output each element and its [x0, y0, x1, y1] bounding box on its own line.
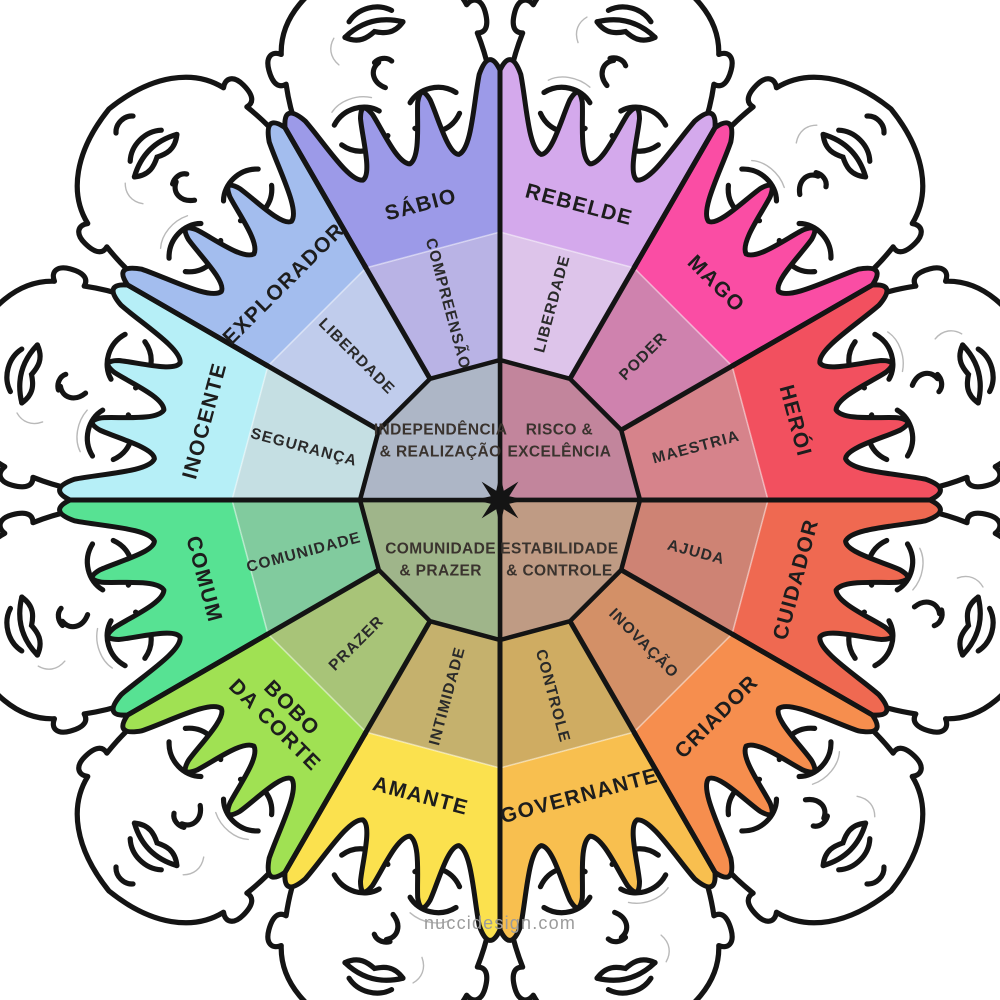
segment-inner-heroi: [621, 366, 768, 500]
crown-outline-explorador: [120, 120, 369, 369]
crown-outline-amante: [282, 729, 503, 943]
band-seam: [633, 267, 733, 367]
segment-divider: [566, 617, 639, 737]
segment-divider: [361, 617, 434, 737]
band-seam: [499, 731, 635, 769]
segment-inner-amante: [366, 621, 500, 768]
segment-inner-mago: [570, 267, 733, 430]
crown-outline-criador: [631, 631, 880, 880]
segment-inner-criador: [570, 570, 733, 733]
wheel-lines-layer: [57, 57, 943, 943]
center-star-icon: [474, 474, 526, 526]
quadrant-label-estabilidade-controle: ESTABILIDADE & CONTROLE: [500, 540, 618, 579]
band-seam: [731, 365, 769, 501]
band-seam: [633, 633, 733, 733]
quadrant-label-comunidade-prazer-line: COMUNIDADE: [385, 540, 496, 557]
segment-inner-inocente: [232, 366, 379, 500]
segment-divider: [617, 566, 737, 639]
quadrant-label-estabilidade-controle-line: ESTABILIDADE: [500, 540, 618, 557]
segment-inner-comum: [232, 500, 379, 634]
band-seam: [365, 231, 501, 269]
band-seam: [267, 633, 367, 733]
quadrant-label-independencia-realizacao-line: INDEPENDÊNCIA: [374, 420, 508, 438]
band-seam: [231, 499, 269, 635]
crown-outline-inocente: [57, 282, 271, 503]
crown-outline-rebelde: [497, 57, 718, 271]
crown-outline-bobo-da-corte: [120, 631, 369, 880]
crown-outline-cuidador: [729, 497, 943, 718]
segment-outer-bobo-da-corte: [122, 634, 366, 878]
segment-divider: [361, 263, 434, 383]
segment-outer-mago: [634, 122, 878, 366]
band-seam: [267, 267, 367, 367]
segment-divider: [566, 263, 639, 383]
segment-divider: [617, 361, 737, 434]
center-quadrants-layer: [357, 357, 643, 643]
quadrant-independencia-realizacao: [357, 357, 503, 503]
crown-outline-heroi: [729, 282, 943, 503]
quadrant-label-comunidade-prazer-line: & PRAZER: [399, 562, 481, 579]
watermark-text: nuccidesign.com: [424, 913, 576, 933]
segment-inner-bobo-da-corte: [267, 570, 430, 733]
quadrant-label-risco-excelencia-line: EXCELÊNCIA: [507, 442, 611, 460]
segment-divider: [263, 361, 383, 434]
segment-inner-sabio: [366, 232, 500, 379]
band-seam: [499, 231, 635, 269]
crown-outline-governante: [497, 729, 718, 943]
crown-outline-mago: [631, 120, 880, 369]
band-seam: [231, 365, 269, 501]
segment-inner-governante: [500, 621, 634, 768]
segment-outer-explorador: [122, 122, 366, 366]
band-seam: [731, 499, 769, 635]
quadrant-label-risco-excelencia-line: RISCO &: [526, 421, 593, 438]
quadrant-label-independencia-realizacao-line: & REALIZAÇÃO: [380, 442, 502, 460]
crown-outline-sabio: [282, 57, 503, 271]
quadrant-label-comunidade-prazer: COMUNIDADE & PRAZER: [385, 540, 496, 579]
quadrant-label-estabilidade-controle-line: & CONTROLE: [506, 562, 612, 579]
segment-outer-criador: [634, 634, 878, 878]
segment-inner-cuidador: [621, 500, 768, 634]
segment-inner-rebelde: [500, 232, 634, 379]
segment-inner-explorador: [267, 267, 430, 430]
segment-divider: [263, 566, 383, 639]
quadrant-label-independencia-realizacao: INDEPENDÊNCIA & REALIZAÇÃO: [374, 420, 508, 460]
band-seam: [365, 731, 501, 769]
quadrant-label-risco-excelencia: RISCO & EXCELÊNCIA: [507, 421, 611, 460]
crown-outline-comum: [57, 497, 271, 718]
